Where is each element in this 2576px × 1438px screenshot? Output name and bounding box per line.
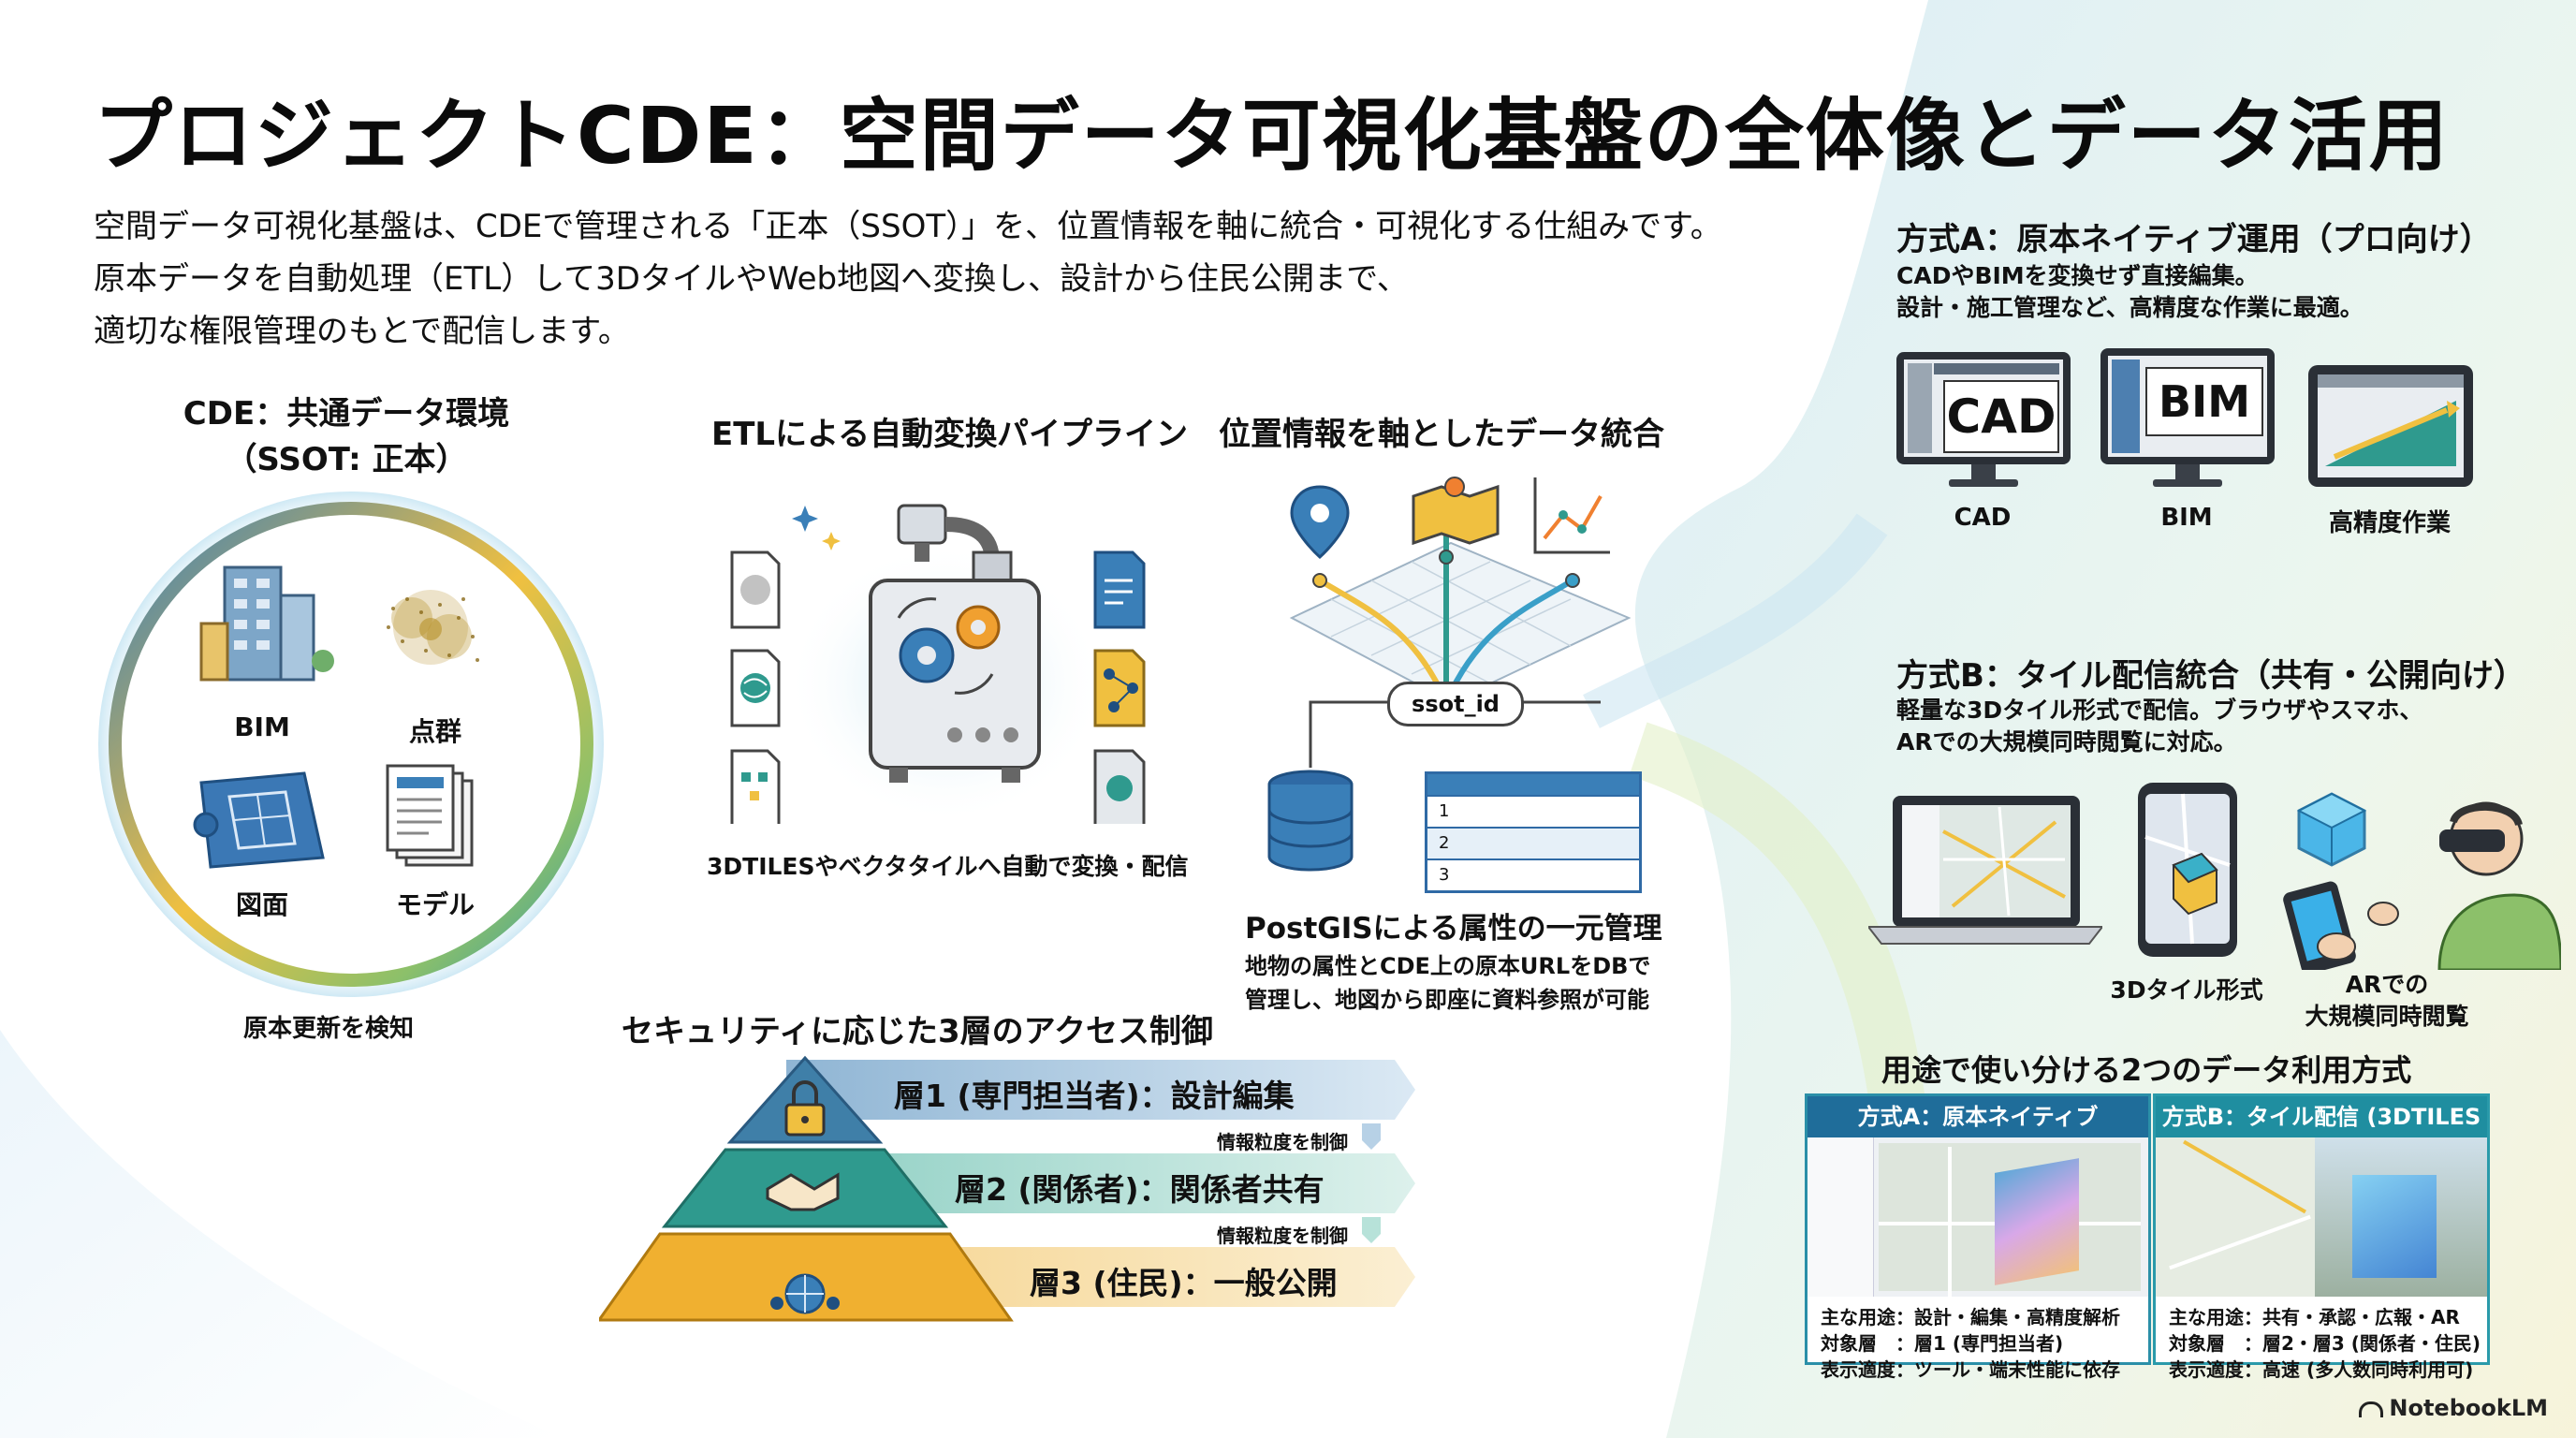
table-row: 1 bbox=[1427, 795, 1639, 827]
notebooklm-brand: NotebookLM bbox=[2359, 1395, 2548, 1421]
ssot-id-pill: ssot_id bbox=[1387, 682, 1524, 726]
ar-user-icon bbox=[2283, 792, 2561, 970]
granularity-note-1: 情報粒度を制御 bbox=[1217, 1131, 1348, 1153]
database-icon bbox=[1267, 770, 1354, 872]
laptop-map-icon bbox=[1868, 796, 2102, 945]
card-b-line-3: 表示適度：高速 (多人数同時利用可) bbox=[2169, 1358, 2474, 1381]
method-a-desc-1: CADやBIMを変換せず直接編集。 bbox=[1896, 262, 2259, 289]
model-document-icon bbox=[386, 764, 474, 867]
notebooklm-logo-icon bbox=[2359, 1401, 2384, 1417]
card-b-line-1: 主な用途：共有・承認・広報・AR bbox=[2169, 1306, 2460, 1328]
brand-label: NotebookLM bbox=[2389, 1395, 2548, 1421]
bim-building-icon bbox=[199, 565, 334, 682]
cde-ring bbox=[98, 492, 604, 997]
etl-title: ETLによる自動変換パイプライン bbox=[711, 416, 1189, 453]
ar-label-1: ARでの bbox=[2345, 971, 2429, 998]
cde-item-drawing: 図面 bbox=[235, 889, 288, 920]
security-title: セキュリティに応じた3層のアクセス制御 bbox=[622, 1013, 1213, 1050]
method-a-desc-2: 設計・施工管理など、高精度な作業に最適。 bbox=[1896, 294, 2364, 321]
method-b-desc-1: 軽量な3Dタイル形式で配信。ブラウザやスマホ、 bbox=[1896, 697, 2423, 724]
card-a-header: 方式A：原本ネイティブ bbox=[1808, 1096, 2148, 1137]
input-doc-pointcloud bbox=[730, 550, 781, 629]
card-a-line-2: 対象層 ：層1 (専門担当者) bbox=[1821, 1332, 2064, 1355]
etl-pipeline-diagram bbox=[730, 504, 1146, 824]
attribute-table: 1 2 3 bbox=[1425, 771, 1642, 893]
intro-line-3: 適切な権限管理のもとで配信します。 bbox=[94, 313, 630, 350]
card-b-screenshot bbox=[2156, 1137, 2487, 1297]
ar-label-2: 大規模同時閲覧 bbox=[2305, 1003, 2469, 1030]
table-row: 3 bbox=[1427, 858, 1639, 890]
layer-3-label: 層3 (住民)：一般公開 bbox=[1030, 1265, 1338, 1301]
cde-item-model: モデル bbox=[395, 889, 475, 920]
tile-format-label: 3Dタイル形式 bbox=[2110, 976, 2263, 1004]
cde-item-point-cloud: 点群 bbox=[408, 716, 461, 747]
precision-tablet-icon bbox=[2308, 365, 2473, 487]
postgis-desc-1: 地物の属性とCDE上の原本URLをDBで bbox=[1245, 953, 1651, 979]
globe-people-icon bbox=[770, 1273, 840, 1314]
intro-line-1: 空間データ可視化基盤は、CDEで管理される「正本（SSOT）」を、位置情報を軸に… bbox=[94, 208, 1722, 245]
device-label-cad: CAD bbox=[1954, 504, 2012, 532]
comparison-card-b: 方式B：タイル配信 (3DTILES等) 主な用途：共有・承認・広報・AR 対象… bbox=[2153, 1093, 2490, 1381]
bim-monitor-icon: BIM bbox=[2100, 348, 2275, 494]
ssot-link-lines bbox=[1309, 700, 1601, 768]
layer-1-label: 層1 (専門担当者)：設計編集 bbox=[894, 1078, 1295, 1114]
bim-screen-text: BIM bbox=[2145, 367, 2263, 436]
card-b-line-2: 対象層 ：層2・層3 (関係者・住民) bbox=[2169, 1332, 2481, 1355]
granularity-note-2: 情報粒度を制御 bbox=[1217, 1225, 1348, 1247]
smartphone-map-icon bbox=[2138, 783, 2237, 957]
postgis-desc-2: 管理し、地図から即座に資料参照が可能 bbox=[1245, 987, 1649, 1013]
comparison-card-a: 方式A：原本ネイティブ 主な用途：設計・編集・高精度解析 対象層 ：層1 (専門… bbox=[1805, 1093, 2151, 1381]
method-b-title: 方式B：タイル配信統合（共有・公開向け） bbox=[1896, 657, 2525, 695]
layer-2-label: 層2 (関係者)：関係者共有 bbox=[955, 1171, 1325, 1208]
comparison-title: 用途で使い分ける2つのデータ利用方式 bbox=[1881, 1052, 2412, 1088]
cad-monitor-icon: CAD bbox=[1896, 352, 2071, 492]
cde-title-line-2: （SSOT: 正本） bbox=[225, 441, 468, 478]
point-cloud-icon bbox=[387, 590, 479, 665]
handshake-icon bbox=[766, 1172, 840, 1211]
lock-icon bbox=[784, 1080, 826, 1137]
device-label-bim: BIM bbox=[2160, 504, 2213, 532]
access-pyramid bbox=[599, 1055, 1415, 1322]
cde-title: CDE：共通データ環境 （SSOT: 正本） bbox=[159, 388, 534, 479]
cde-title-line-1: CDE：共通データ環境 bbox=[183, 395, 510, 433]
location-grid-diagram bbox=[1289, 477, 1632, 704]
table-row: 2 bbox=[1427, 827, 1639, 858]
intro-line-2: 原本データを自動処理（ETL）して3DタイルやWeb地図へ変換し、設計から住民公… bbox=[94, 260, 1409, 298]
cde-item-bim: BIM bbox=[234, 712, 290, 742]
device-label-precision: 高精度作業 bbox=[2328, 509, 2451, 537]
cde-caption: 原本更新を検知 bbox=[243, 1015, 415, 1043]
drawing-blueprint-icon bbox=[193, 771, 325, 869]
page-title: プロジェクトCDE：空間データ可視化基盤の全体像とデータ活用 bbox=[94, 90, 2450, 182]
method-a-title: 方式A：原本ネイティブ運用（プロ向け） bbox=[1896, 221, 2492, 258]
postgis-title: PostGISによる属性の一元管理 bbox=[1245, 912, 1662, 946]
card-b-header: 方式B：タイル配信 (3DTILES等) bbox=[2156, 1096, 2487, 1171]
etl-caption: 3DTILESやベクタタイルへ自動で変換・配信 bbox=[707, 853, 1189, 880]
method-b-desc-2: ARでの大規模同時閲覧に対応。 bbox=[1896, 728, 2237, 756]
card-a-line-1: 主な用途：設計・編集・高精度解析 bbox=[1821, 1306, 2120, 1328]
card-a-screenshot bbox=[1808, 1137, 2148, 1297]
card-a-line-3: 表示適度：ツール・端末性能に依存 bbox=[1821, 1358, 2120, 1381]
intro-text: 空間データ可視化基盤は、CDEで管理される「正本（SSOT）」を、位置情報を軸に… bbox=[94, 200, 1853, 358]
integration-title: 位置情報を軸としたデータ統合 bbox=[1219, 416, 1664, 453]
cad-screen-text: CAD bbox=[1943, 380, 2059, 453]
